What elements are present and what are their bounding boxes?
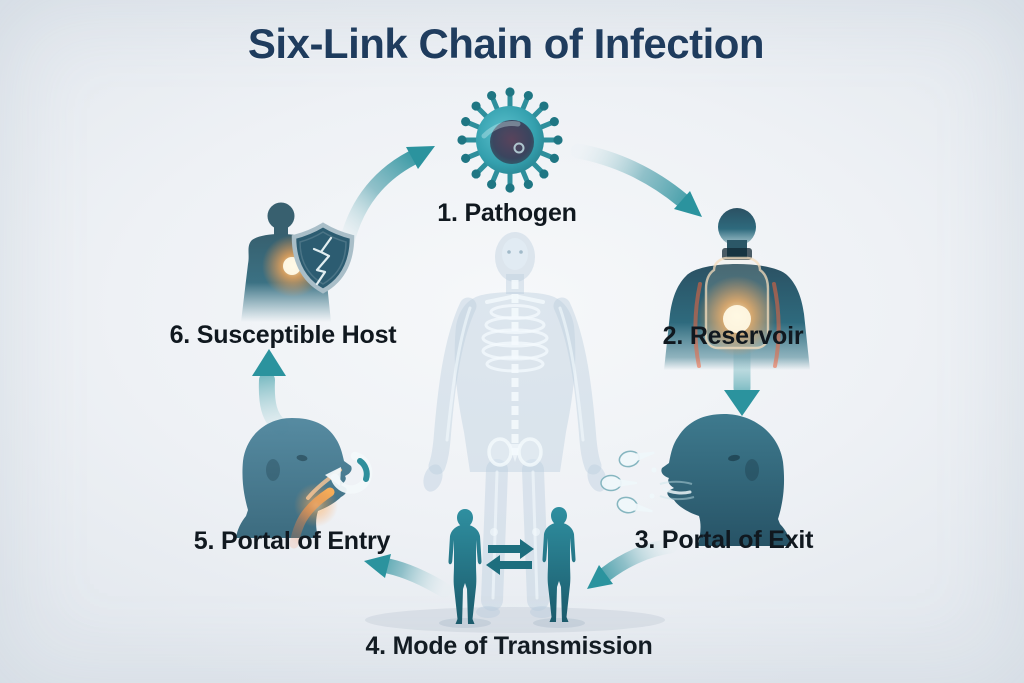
arrow-host-to-pathogen bbox=[338, 146, 435, 254]
skeleton-bones bbox=[445, 238, 585, 600]
label-reservoir: 2. Reservoir bbox=[662, 322, 804, 350]
cracked-shield bbox=[291, 222, 355, 294]
page-title: Six-Link Chain of Infection bbox=[247, 20, 765, 67]
arrow-pathogen-to-reservoir bbox=[570, 143, 702, 217]
label-portal-of-exit: 3. Portal of Exit bbox=[634, 526, 814, 554]
droplets bbox=[600, 450, 657, 514]
label-susceptible-host: 6. Susceptible Host bbox=[169, 321, 397, 349]
cycle-arrow bbox=[325, 451, 373, 494]
reservoir-body-flask-icon bbox=[664, 208, 810, 370]
label-portal-of-entry: 5. Portal of Entry bbox=[193, 527, 391, 555]
person-to-person-exchange-icon bbox=[439, 507, 585, 628]
exchange-arrows bbox=[486, 539, 534, 575]
arrow-exit-to-transmission bbox=[587, 538, 678, 589]
floor-shadow bbox=[365, 607, 665, 633]
virus-icon bbox=[457, 87, 562, 192]
arrow-transmission-to-entry bbox=[364, 554, 452, 598]
sneezing-head-droplets-icon bbox=[600, 414, 791, 546]
label-pathogen: 1. Pathogen bbox=[437, 199, 577, 227]
arrow-entry-to-host bbox=[252, 349, 289, 435]
host-with-cracked-shield-icon bbox=[241, 202, 355, 322]
label-mode-of-transmission: 4. Mode of Transmission bbox=[365, 632, 653, 660]
inhaling-head-airway-icon bbox=[236, 418, 373, 549]
